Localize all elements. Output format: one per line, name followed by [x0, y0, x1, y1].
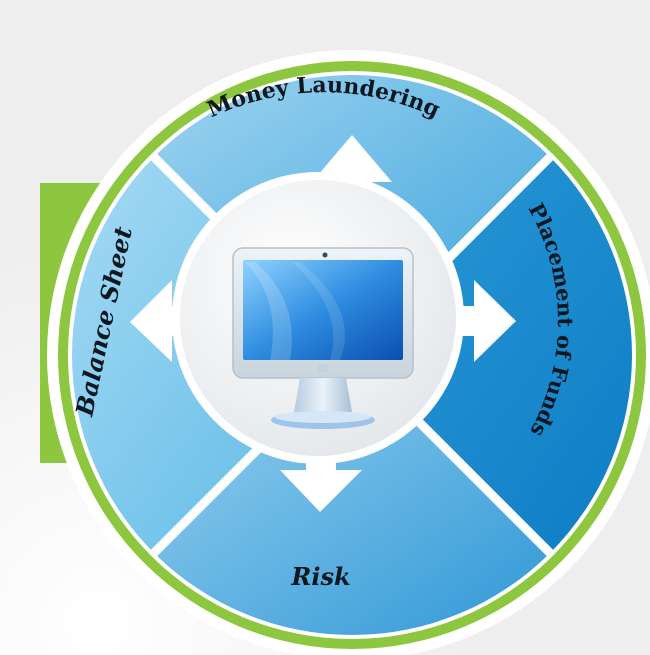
arrow-right-icon: [440, 280, 516, 362]
arrow-down-icon: [280, 436, 362, 512]
desktop-computer-icon: [232, 247, 414, 429]
arrow-left-icon: [130, 280, 206, 362]
label-risk: Risk: [290, 562, 350, 591]
segment-placement-of-funds: [352, 153, 632, 557]
segment-risk: [150, 355, 554, 635]
